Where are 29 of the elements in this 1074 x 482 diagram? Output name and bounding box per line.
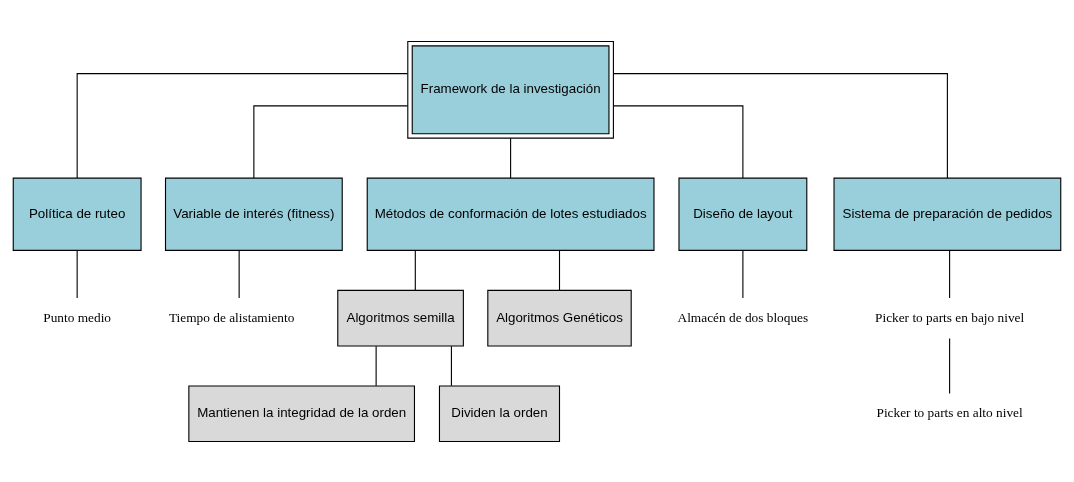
- node-box: Algoritmos Genéticos: [487, 289, 632, 347]
- connector: [76, 72, 408, 179]
- node-box: Framework de la investigación: [407, 40, 614, 139]
- node-box: Diseño de layout: [678, 177, 808, 251]
- node-text: Picker to parts en bajo nivel: [875, 309, 1025, 325]
- node-box: Dividen la orden: [438, 384, 561, 442]
- node-text: Almacén de dos bloques: [677, 309, 809, 325]
- node-box: Sistema de preparación de pedidos: [833, 177, 1062, 251]
- connector: [450, 345, 452, 386]
- node-text: Picker to parts en alto nivel: [876, 404, 1023, 420]
- connector: [949, 337, 951, 394]
- connector: [238, 249, 240, 299]
- connector: [612, 104, 744, 178]
- connector: [510, 137, 512, 179]
- node-text: Punto medio: [43, 309, 112, 325]
- connector: [76, 249, 78, 299]
- connector: [375, 345, 377, 386]
- connector: [949, 249, 951, 299]
- node-text: Tiempo de alistamiento: [168, 309, 295, 325]
- node-box: Política de ruteo: [12, 177, 142, 251]
- connector: [253, 104, 409, 178]
- node-box: Mantienen la integridad de la orden: [188, 384, 416, 442]
- node-box: Algoritmos semilla: [337, 289, 464, 347]
- node-box: Métodos de conformación de lotes estudiados: [366, 177, 655, 251]
- node-box: Variable de interés (fitness): [164, 177, 343, 251]
- connector: [414, 249, 416, 291]
- connector: [613, 72, 948, 179]
- connector: [558, 249, 561, 291]
- connector: [742, 249, 744, 299]
